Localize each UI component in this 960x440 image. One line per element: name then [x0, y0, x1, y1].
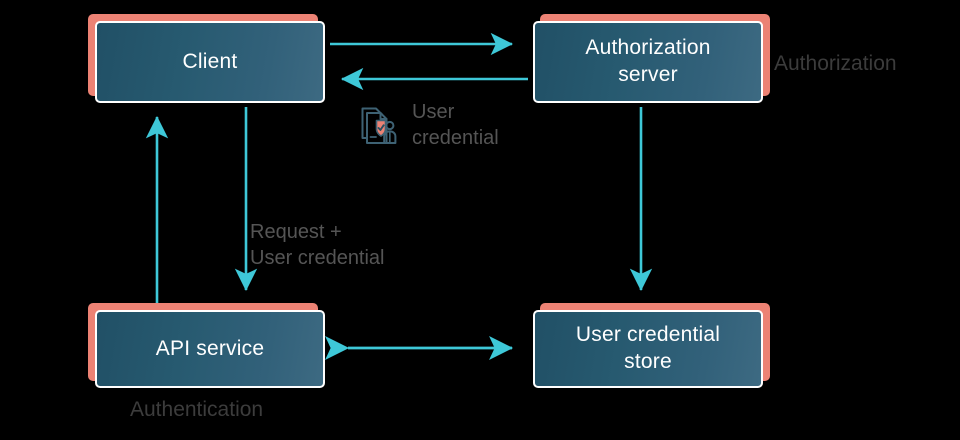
node-api-service-card: API service [95, 310, 325, 388]
node-user-credential-store[interactable]: User credential store [533, 303, 770, 388]
node-client-label: Client [182, 49, 238, 73]
caption-user-credential: User credential [412, 101, 499, 149]
caption-authentication: Authentication [130, 398, 264, 421]
node-client[interactable]: Client [88, 14, 325, 103]
caption-request-user-credential: Request + User credential [250, 221, 385, 269]
node-authorization-server-card: Authorization server [533, 21, 763, 103]
node-user-credential-store-label: User credential store [575, 323, 721, 373]
node-api-service-label: API service [155, 336, 265, 360]
node-authorization-server-label: Authorization server [585, 36, 711, 86]
document-shield-person-icon [358, 104, 398, 148]
node-client-card: Client [95, 21, 325, 103]
node-user-credential-store-card: User credential store [533, 310, 763, 388]
node-authorization-server[interactable]: Authorization server [533, 14, 770, 103]
node-api-service[interactable]: API service [88, 303, 325, 388]
caption-authorization: Authorization [774, 52, 897, 75]
